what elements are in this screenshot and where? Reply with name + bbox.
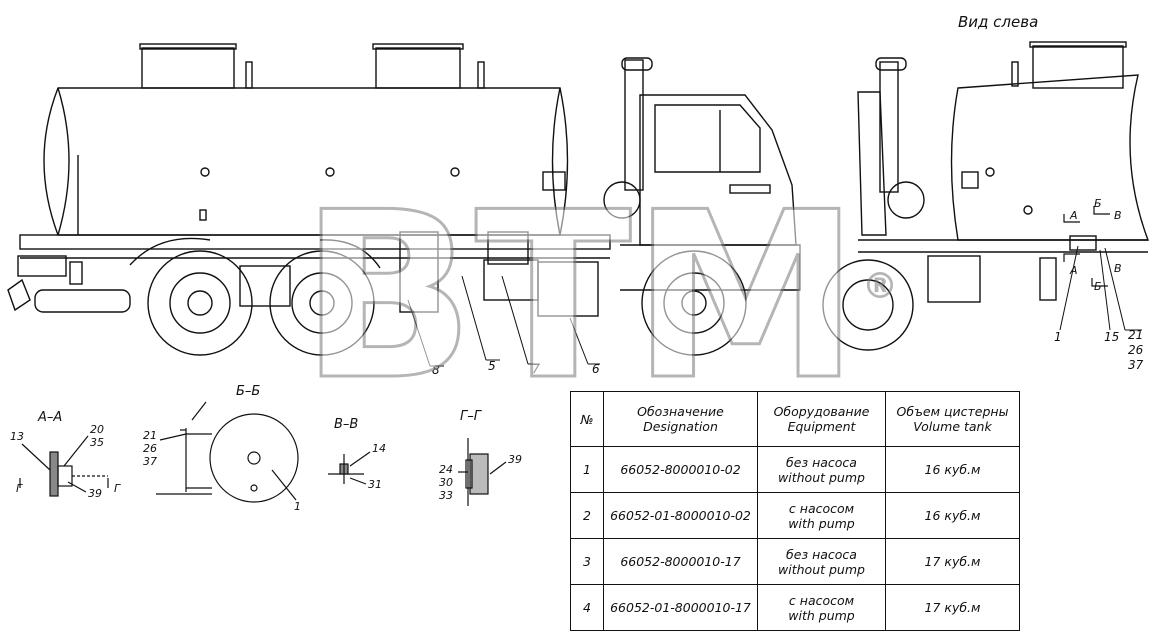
section-gg: Г–Г 24 30 33 39 bbox=[439, 409, 522, 506]
row-equipment-en: without pump bbox=[778, 469, 865, 485]
table-row: 4 66052-01-8000010-17 с насосом with pum… bbox=[570, 584, 1020, 631]
header-volume: Объем цистерны Volume tank bbox=[885, 391, 1020, 447]
row-equipment-ru: с насосом bbox=[788, 592, 855, 608]
table-header-row: № Обозначение Designation Оборудование E… bbox=[570, 391, 1020, 447]
marker-a-top: А bbox=[1069, 209, 1078, 222]
row-equipment: без насоса without pump bbox=[757, 446, 886, 493]
header-volume-ru: Объем цистерны bbox=[896, 404, 1009, 419]
tanker-truck-side-view bbox=[7, 43, 801, 356]
vv-callout-31: 31 bbox=[368, 478, 382, 491]
aa-callout-39: 39 bbox=[88, 487, 102, 500]
header-designation-en: Designation bbox=[643, 419, 718, 434]
aa-g-left: Г bbox=[16, 482, 23, 495]
table-row: 3 66052-8000010-17 без насоса without pu… bbox=[570, 538, 1020, 585]
row-volume: 16 куб.м bbox=[885, 492, 1020, 539]
rear-wheel-1 bbox=[147, 250, 253, 356]
header-volume-en: Volume tank bbox=[913, 419, 992, 434]
section-markers bbox=[1063, 206, 1110, 287]
specification-table: № Обозначение Designation Оборудование E… bbox=[570, 391, 1020, 631]
watermark-logo: ВТМ bbox=[300, 164, 860, 431]
table-row: 2 66052-01-8000010-02 с насосом with pum… bbox=[570, 492, 1020, 539]
row-num: 2 bbox=[570, 492, 604, 539]
callout-8: 8 bbox=[432, 363, 440, 377]
table-row: 1 66052-8000010-02 без насоса without pu… bbox=[570, 446, 1020, 493]
row-equipment-en: with pump bbox=[788, 515, 855, 531]
section-aa-title: А–А bbox=[37, 410, 62, 425]
header-designation-ru: Обозначение bbox=[637, 404, 724, 419]
aa-g-right: Г bbox=[114, 482, 121, 495]
tank-rear-end bbox=[551, 87, 561, 236]
row-equipment: с насосом with pump bbox=[757, 492, 886, 539]
row-equipment-en: without pump bbox=[778, 561, 865, 577]
watermark-registered-mark: ® bbox=[862, 266, 898, 307]
row-num: 4 bbox=[570, 584, 604, 631]
section-bb: Б–Б 21 26 37 1 bbox=[143, 384, 301, 513]
front-wheel bbox=[641, 250, 747, 356]
view-title: Вид слева bbox=[958, 13, 1038, 31]
row-equipment-ru: без насоса bbox=[786, 546, 857, 562]
section-vv: В–В 14 31 bbox=[328, 417, 386, 491]
row-volume: 16 куб.м bbox=[885, 446, 1020, 493]
gg-callout-39: 39 bbox=[508, 453, 522, 466]
row-designation: 66052-8000010-17 bbox=[603, 538, 758, 585]
header-num: № bbox=[570, 391, 604, 447]
row-equipment-ru: с насосом bbox=[788, 500, 855, 516]
left-side-view bbox=[822, 41, 1150, 351]
callout-6: 6 bbox=[592, 362, 600, 376]
row-designation: 66052-01-8000010-02 bbox=[603, 492, 758, 539]
row-equipment: без насоса without pump bbox=[757, 538, 886, 585]
header-equipment-en: Equipment bbox=[787, 419, 856, 434]
row-volume: 17 куб.м bbox=[885, 538, 1020, 585]
row-designation: 66052-8000010-02 bbox=[603, 446, 758, 493]
marker-a-bot: А bbox=[1069, 264, 1078, 277]
aa-callout-35: 35 bbox=[90, 436, 104, 449]
marker-b-top: Б bbox=[1094, 197, 1102, 210]
marker-v-bot: В bbox=[1114, 262, 1122, 275]
gg-callout-33: 33 bbox=[439, 489, 453, 502]
bb-callout-26: 26 bbox=[143, 442, 157, 455]
row-num: 3 bbox=[570, 538, 604, 585]
gg-callout-30: 30 bbox=[439, 476, 453, 489]
row-equipment: с насосом with pump bbox=[757, 584, 886, 631]
section-vv-title: В–В bbox=[334, 417, 358, 432]
section-bb-title: Б–Б bbox=[236, 384, 260, 399]
callout-5: 5 bbox=[488, 359, 496, 373]
callout-15: 15 bbox=[1104, 330, 1119, 344]
row-equipment-ru: без насоса bbox=[786, 454, 857, 470]
bb-callout-1: 1 bbox=[294, 500, 301, 513]
callout-1: 1 bbox=[1054, 330, 1062, 344]
aa-callout-20: 20 bbox=[90, 423, 104, 436]
row-volume: 17 куб.м bbox=[885, 584, 1020, 631]
bb-callout-37: 37 bbox=[143, 455, 157, 468]
callout-37: 37 bbox=[1128, 358, 1144, 372]
section-gg-title: Г–Г bbox=[460, 409, 483, 424]
chassis-frame bbox=[19, 234, 611, 250]
marker-b-bot: Б bbox=[1094, 280, 1102, 293]
section-aa: А–А 13 20 35 39 Г Г bbox=[10, 410, 121, 500]
rear-wheel-2 bbox=[269, 250, 375, 356]
bb-callout-21: 21 bbox=[143, 429, 157, 442]
manhole-1 bbox=[141, 47, 235, 89]
header-designation: Обозначение Designation bbox=[603, 391, 758, 447]
marker-v-top: В bbox=[1114, 209, 1122, 222]
tank-front-end bbox=[57, 87, 70, 236]
gg-callout-24: 24 bbox=[439, 463, 453, 476]
vv-callout-14: 14 bbox=[372, 442, 386, 455]
watermark: ВТМ ® bbox=[299, 163, 899, 433]
leader-lines bbox=[407, 245, 1142, 367]
aa-callout-13: 13 bbox=[10, 430, 24, 443]
manhole-2 bbox=[375, 47, 461, 89]
row-equipment-en: with pump bbox=[788, 607, 855, 623]
row-num: 1 bbox=[570, 446, 604, 493]
callout-7: 7 bbox=[532, 362, 540, 376]
row-designation: 66052-01-8000010-17 bbox=[603, 584, 758, 631]
header-equipment-ru: Оборудование bbox=[773, 404, 870, 419]
callout-26: 26 bbox=[1128, 343, 1144, 357]
callout-21: 21 bbox=[1128, 328, 1143, 342]
header-equipment: Оборудование Equipment bbox=[757, 391, 886, 447]
